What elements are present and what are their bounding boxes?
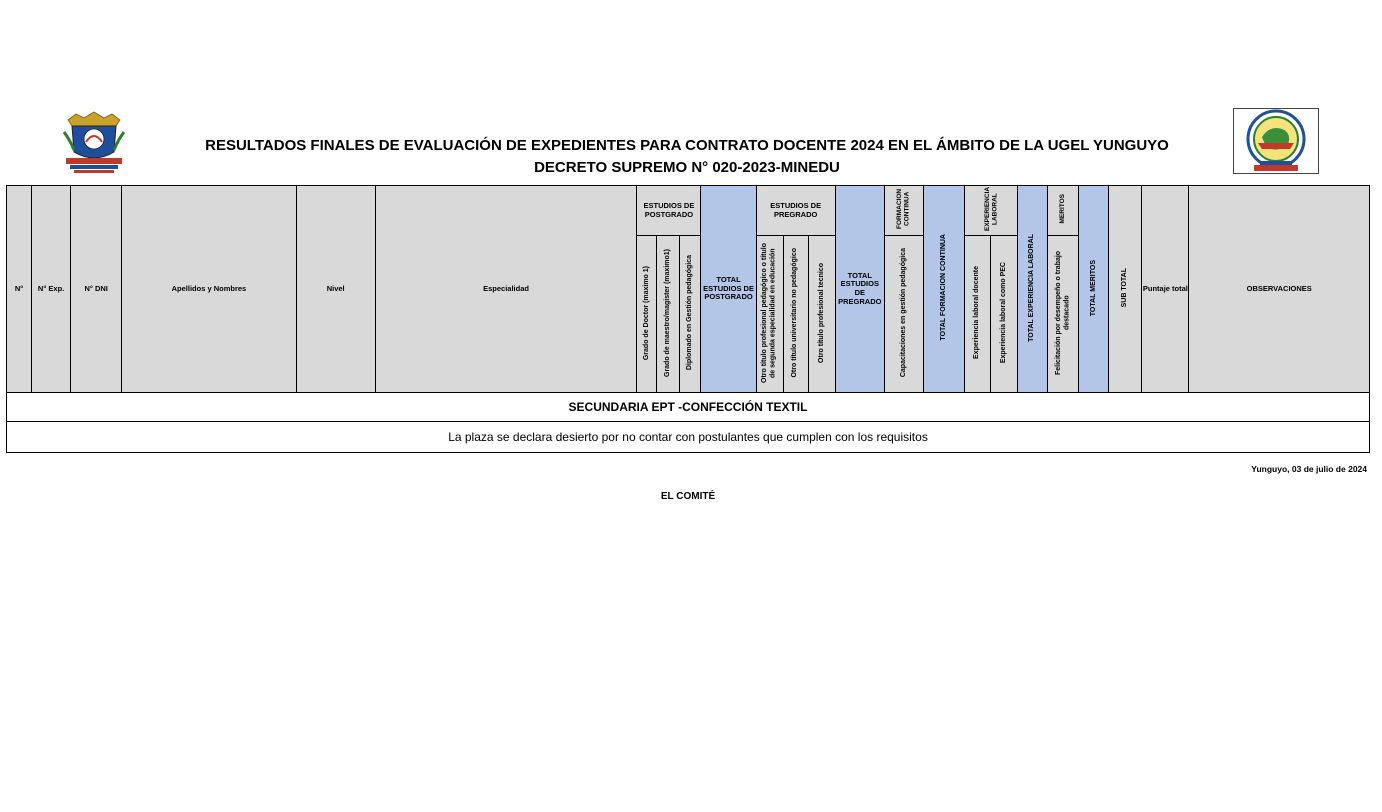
col-experiencia-pec: Experiencia laboral como PEC (990, 235, 1019, 393)
col-postgrado-diplomado-label: Diplomado en Gestión pedagógica (686, 255, 694, 371)
col-postgrado-maestro-label: Grado de maestro/magister (maximo1) (664, 248, 672, 377)
col-n: N° (5, 185, 33, 393)
col-meritos-felicitacion-label: Felicitación por desempeño o trabajo des… (1054, 250, 1071, 375)
col-experiencia-docente: Experiencia laboral docente (963, 235, 992, 393)
col-pregrado-otro-pedagogico-label: Otro título profesional pedagógico o tít… (761, 242, 777, 383)
col-pregrado-otro-pedagogico: Otro título profesional pedagógico o tít… (755, 235, 784, 393)
group-experiencia-label: EXPERIENCIA LABORAL (983, 187, 999, 232)
group-formacion-label: FORMACION CONTINUA (896, 189, 911, 230)
col-experiencia-pec-label: Experiencia laboral como PEC (999, 262, 1007, 364)
decree-subtitle: DECRETO SUPREMO N° 020-2023-MINEDU (534, 159, 840, 176)
col-total-formacion: TOTAL FORMACION CONTINUA (922, 185, 965, 393)
col-postgrado-maestro: Grado de maestro/magister (maximo1) (656, 235, 681, 393)
col-postgrado-doctor-label: Grado de Doctor (maximo 1) (642, 265, 650, 360)
col-pregrado-tecnico-label: Otro título profesional tecnico (817, 262, 825, 363)
committee-signature: EL COMITÉ (660, 491, 716, 502)
col-names: Apellidos y Nombres (121, 185, 297, 393)
group-meritos-label: MERITOS (1059, 194, 1067, 224)
col-pregrado-universitario: Otro título universitario no pedagógico (782, 235, 809, 393)
place-date: Yunguyo, 03 de julio de 2024 (1251, 464, 1367, 474)
col-especialidad: Especialidad (374, 185, 638, 393)
col-sub-total-label: SUB TOTAL (1121, 267, 1129, 308)
col-meritos-felicitacion: Felicitación por desempeño o trabajo des… (1047, 235, 1080, 393)
col-puntaje-total: Puntaje total (1141, 185, 1190, 393)
col-experiencia-docente-label: Experiencia laboral docente (973, 266, 981, 360)
col-pregrado-universitario-label: Otro título universitario no pedagógico (791, 247, 799, 378)
gobierno-regional-puno-logo (62, 110, 126, 174)
group-postgrado: ESTUDIOS DE POSTGRADO (636, 185, 702, 236)
col-total-pregrado: TOTAL ESTUDIOS DE PREGRADO (834, 185, 885, 393)
col-total-experiencia-label: TOTAL EXPERIENCIA LABORAL (1028, 233, 1036, 342)
col-formacion-capacitaciones-label: Capacitaciones en gestión pedagógica (899, 248, 907, 378)
col-total-postgrado: TOTAL ESTUDIOS DE POSTGRADO (700, 185, 757, 393)
col-total-meritos: TOTAL MERITOS (1078, 185, 1110, 393)
report-title: RESULTADOS FINALES DE EVALUACIÓN DE EXPE… (205, 137, 1169, 154)
col-sub-total: SUB TOTAL (1108, 185, 1143, 393)
col-dni: N° DNI (70, 185, 123, 393)
col-pregrado-tecnico: Otro título profesional tecnico (807, 235, 836, 393)
group-formacion: FORMACION CONTINUA (883, 185, 924, 236)
results-table: N° N° Exp. N° DNI Apellidos y Nombres Ni… (5, 185, 1370, 393)
col-nivel: Nivel (295, 185, 376, 393)
col-observaciones: OBSERVACIONES (1188, 185, 1370, 393)
ugel-seal-icon (1246, 109, 1306, 171)
group-pregrado: ESTUDIOS DE PREGRADO (755, 185, 836, 236)
regional-crest-icon (62, 111, 126, 173)
col-total-formacion-label: TOTAL FORMACION CONTINUA (939, 234, 947, 341)
col-total-experiencia: TOTAL EXPERIENCIA LABORAL (1017, 185, 1049, 393)
col-postgrado-doctor: Grado de Doctor (maximo 1) (636, 235, 658, 393)
section-title-row: SECUNDARIA EPT -CONFECCIÓN TEXTIL (6, 392, 1370, 422)
col-exp: N° Exp. (31, 185, 72, 393)
col-postgrado-diplomado: Diplomado en Gestión pedagógica (679, 235, 702, 393)
group-experiencia: EXPERIENCIA LABORAL (963, 185, 1019, 236)
col-formacion-capacitaciones: Capacitaciones en gestión pedagógica (883, 235, 924, 393)
group-meritos: MERITOS (1047, 185, 1080, 236)
col-total-meritos-label: TOTAL MERITOS (1089, 259, 1097, 316)
ugel-yunguyo-logo (1233, 108, 1319, 174)
section-note-row: La plaza se declara desierto por no cont… (6, 422, 1370, 453)
